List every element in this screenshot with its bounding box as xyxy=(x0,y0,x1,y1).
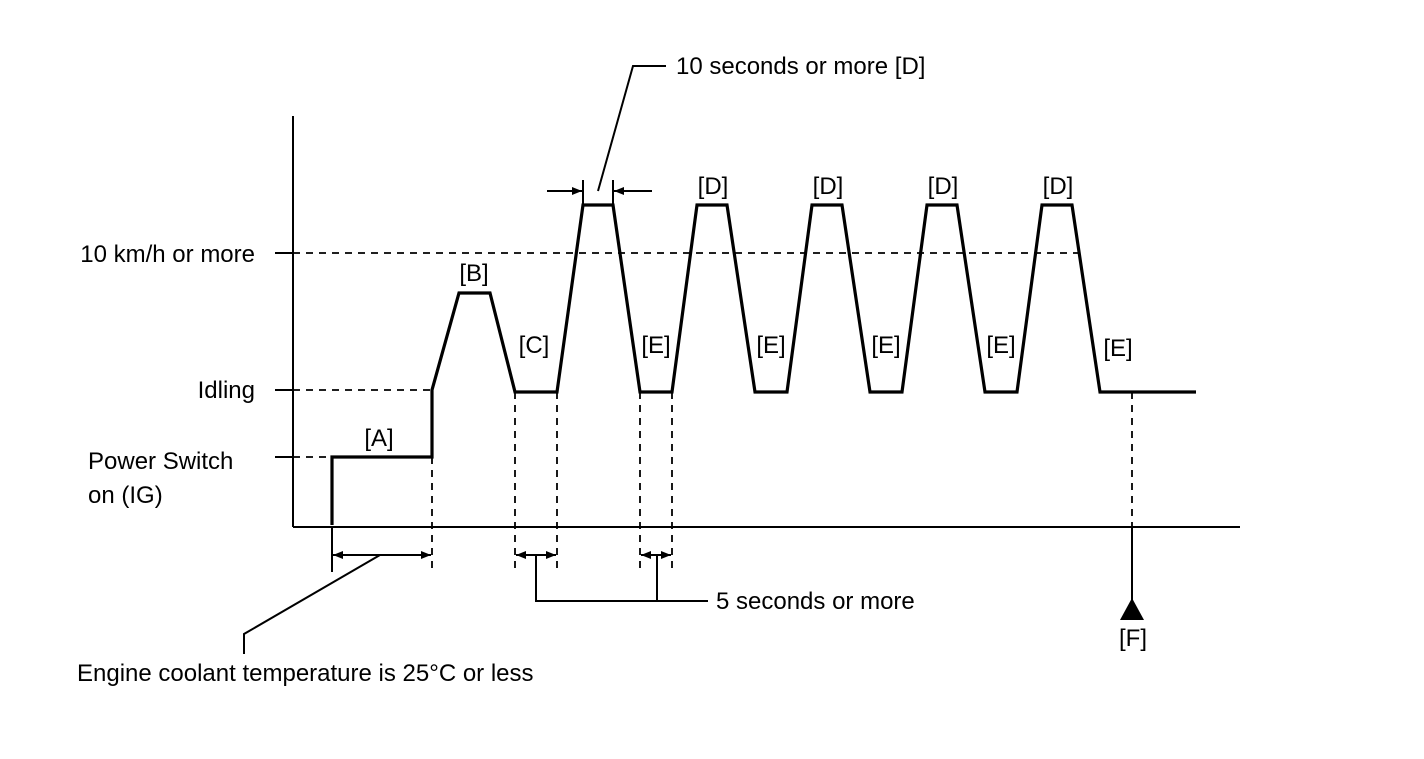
marker-e: [E] xyxy=(1103,335,1132,362)
marker-d: [D] xyxy=(928,173,959,200)
marker-e: [E] xyxy=(986,332,1015,359)
marker-c: [C] xyxy=(519,332,550,359)
marker-d: [D] xyxy=(813,173,844,200)
marker-b: [B] xyxy=(459,260,488,287)
five-seconds-leader-line xyxy=(535,555,658,602)
marker-e: [E] xyxy=(871,332,900,359)
coolant-leader-line xyxy=(243,554,381,654)
marker-a: [A] xyxy=(364,425,393,452)
marker-e: [E] xyxy=(641,332,670,359)
ten-seconds-label: 10 seconds or more [D] xyxy=(676,53,925,80)
marker-e: [E] xyxy=(756,332,785,359)
marker-f: [F] xyxy=(1119,625,1147,652)
f-arrow-head xyxy=(1120,598,1144,620)
drive-profile-line xyxy=(330,203,1196,525)
power-switch-label-line2: on (IG) xyxy=(88,482,163,509)
marker-d: [D] xyxy=(1043,173,1074,200)
idling-level-label: Idling xyxy=(198,377,255,404)
speed-level-label: 10 km/h or more xyxy=(80,241,255,268)
coolant-condition-label: Engine coolant temperature is 25°C or le… xyxy=(77,660,534,687)
power-switch-label: Power Switch xyxy=(88,448,233,475)
five-seconds-label: 5 seconds or more xyxy=(716,588,915,615)
marker-d: [D] xyxy=(698,173,729,200)
ten-seconds-leader-line xyxy=(597,65,666,192)
